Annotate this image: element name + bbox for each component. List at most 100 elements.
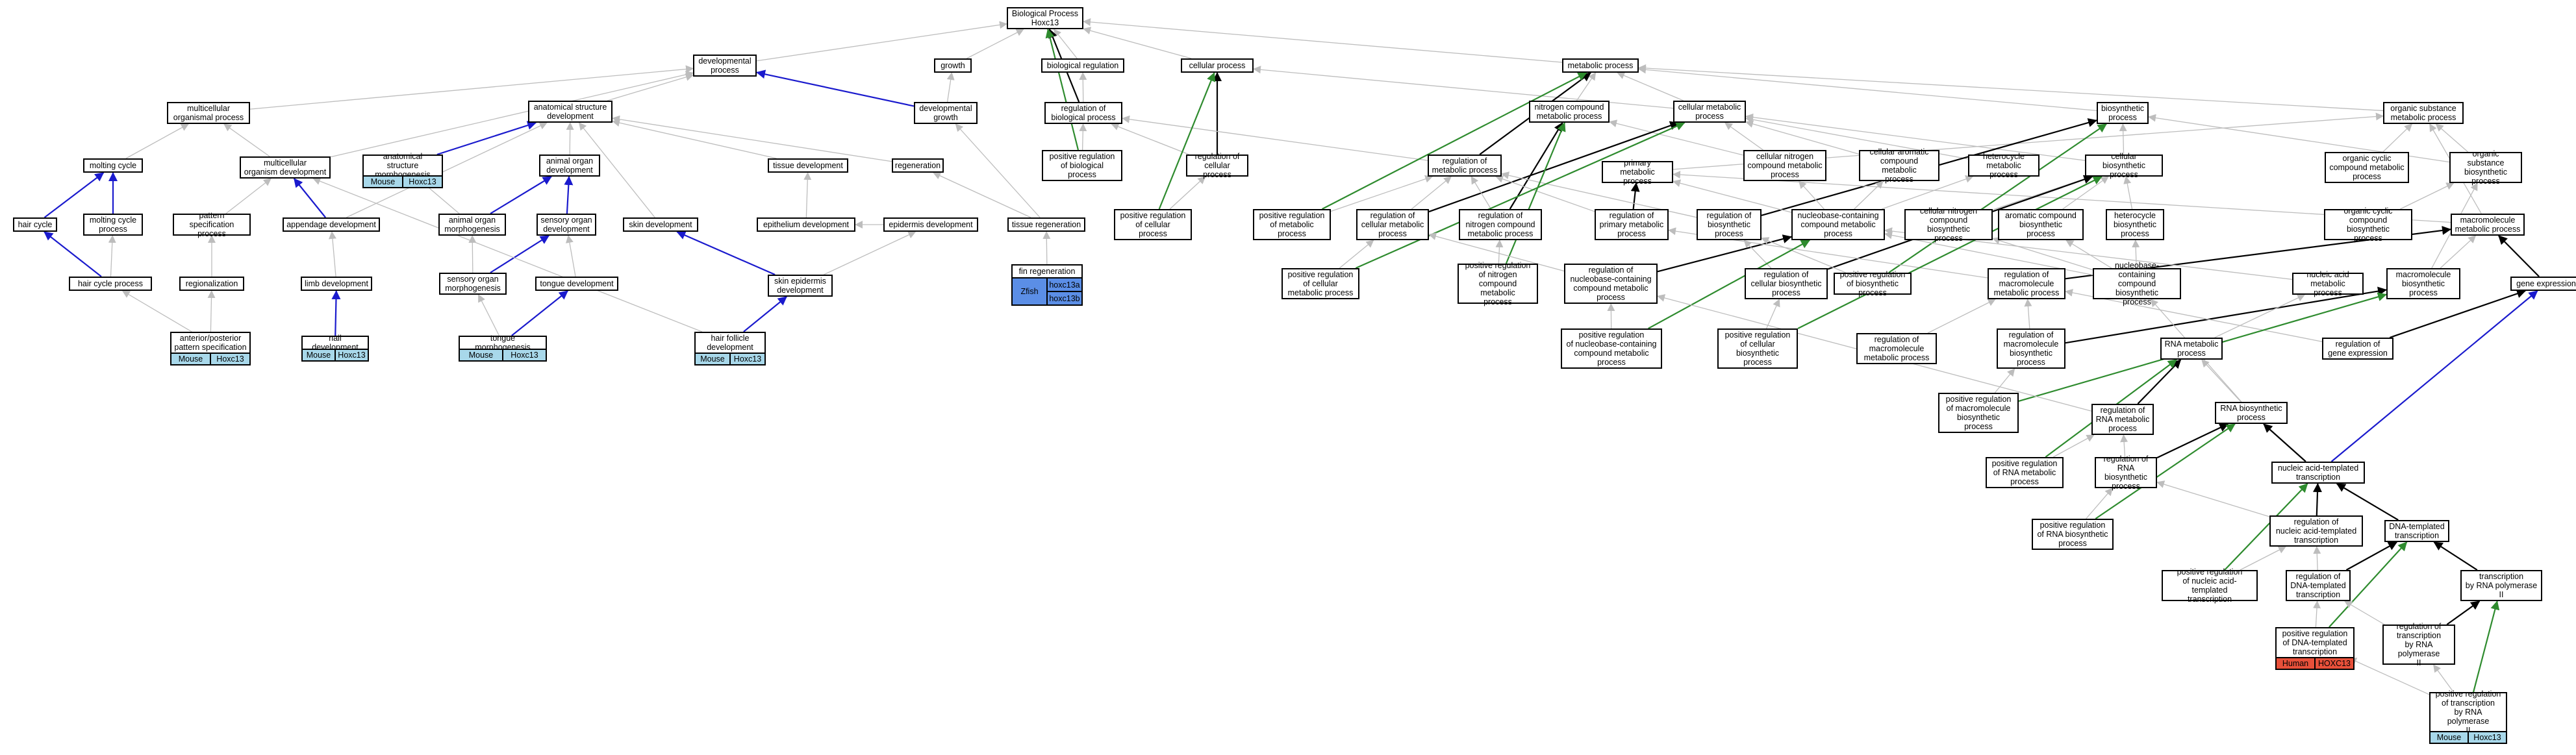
go-node-tm[interactable]: tongue morphogenesis	[459, 334, 547, 352]
go-node-osmp[interactable]: organic substance metabolic process	[2383, 102, 2464, 124]
go-node-cbp[interactable]: cellular biosynthetic process	[2085, 152, 2163, 179]
go-node-mbp[interactable]: macromolecule biosynthetic process	[2386, 268, 2460, 299]
go-node-regnatt[interactable]: regulation of nucleic acid-templated tra…	[2269, 515, 2363, 547]
go-node-aom[interactable]: animal organ morphogenesis	[438, 214, 506, 236]
go-node-regge[interactable]: regulation of gene expression	[2322, 338, 2393, 360]
go-node-sed[interactable]: skin epidermis development	[768, 275, 833, 297]
go-node-cmp[interactable]: cellular metabolic process	[1673, 101, 1746, 123]
go-node-regbsp[interactable]: regulation of biosynthetic process	[1697, 209, 1762, 240]
go-node-regdtt[interactable]: regulation of DNA-templated transcriptio…	[2286, 570, 2351, 601]
go-node-mmp[interactable]: macromolecule metabolic process	[2451, 214, 2525, 236]
go-node-acbp[interactable]: aromatic compound biosynthetic process	[1998, 209, 2084, 240]
go-node-asd[interactable]: anatomical structure development	[528, 101, 612, 123]
go-node-moltproc[interactable]: molting cycle process	[83, 214, 143, 236]
go-node-molt[interactable]: molting cycle	[83, 158, 143, 173]
go-node-hfd[interactable]: hair follicle development	[694, 332, 766, 354]
go-node-fin[interactable]: fin regeneration	[1011, 264, 1083, 278]
go-node-apsp[interactable]: anterior/posterior pattern specification	[170, 332, 251, 354]
go-node-regmmbp[interactable]: regulation of macromolecule metabolic pr…	[1856, 333, 1937, 364]
go-node-regtbp2[interactable]: regulation of transcription by RNA polym…	[2382, 622, 2455, 667]
go-node-epid[interactable]: epidermis development	[883, 217, 978, 232]
go-node-nbcbp[interactable]: nucleobase-containing compound biosynthe…	[2093, 261, 2181, 306]
go-node-dev[interactable]: developmental process	[693, 55, 757, 77]
go-node-nail[interactable]: nail development	[301, 334, 369, 352]
go-node-tbp2[interactable]: transcription by RNA polymerase II	[2460, 570, 2542, 601]
go-node-prcbp[interactable]: positive regulation of cellular biosynth…	[1717, 328, 1798, 369]
go-node-prrnamp[interactable]: positive regulation of RNA metabolic pro…	[1986, 457, 2064, 488]
go-node-regcbp[interactable]: regulation of cellular biosynthetic proc…	[1745, 268, 1828, 299]
go-node-prncmp[interactable]: positive regulation of nitrogen compound…	[1458, 261, 1538, 306]
go-node-occbp[interactable]: organic cyclic compound biosynthetic pro…	[2324, 206, 2412, 243]
go-node-regmmp[interactable]: regulation of macromolecule metabolic pr…	[1988, 268, 2065, 299]
go-node-regmp[interactable]: regulation of metabolic process	[1428, 155, 1502, 177]
go-node-growth[interactable]: growth	[934, 58, 972, 73]
go-node-prtbp2[interactable]: positive regulation of transcription by …	[2429, 689, 2507, 735]
go-node-tissue[interactable]: tissue development	[768, 158, 848, 173]
go-node-natt[interactable]: nucleic acid-templated transcription	[2271, 462, 2365, 484]
go-node-occmp[interactable]: organic cyclic compound metabolic proces…	[2325, 152, 2409, 183]
go-node-skin[interactable]: skin development	[623, 217, 698, 232]
go-node-regpmp[interactable]: regulation of primary metabolic process	[1595, 209, 1669, 240]
go-node-ncmp[interactable]: nitrogen compound metabolic process	[1529, 101, 1610, 123]
go-node-regmbp[interactable]: regulation of macromolecule biosynthetic…	[1997, 328, 2065, 369]
go-node-regen[interactable]: regeneration	[892, 158, 944, 173]
go-node-regionalization[interactable]: regionalization	[179, 277, 244, 291]
go-node-tisreg[interactable]: tissue regeneration	[1007, 217, 1085, 232]
go-node-namp[interactable]: nucleic acid metabolic process	[2292, 270, 2364, 297]
go-node-ge[interactable]: gene expression	[2510, 277, 2576, 291]
go-node-hcp[interactable]: hair cycle process	[69, 277, 152, 291]
go-node-regcmp[interactable]: regulation of cellular metabolic process	[1356, 209, 1429, 240]
go-node-bioreg[interactable]: biological regulation	[1041, 58, 1124, 73]
go-node-prmp[interactable]: positive regulation of metabolic process	[1253, 209, 1331, 240]
go-node-prcp[interactable]: positive regulation of cellular process	[1114, 209, 1192, 240]
go-node-nbcmp[interactable]: nucleobase-containing compound metabolic…	[1791, 209, 1885, 240]
go-node-som[interactable]: sensory organ morphogenesis	[439, 273, 507, 295]
go-node-prnatt[interactable]: positive regulation of nucleic acid-temp…	[2162, 567, 2258, 604]
go-node-epi[interactable]: epithelium development	[757, 217, 855, 232]
go-node-limb[interactable]: limb development	[301, 277, 372, 291]
go-node-prbsp[interactable]: positive regulation of biosynthetic proc…	[1834, 270, 1912, 297]
go-node-rnabp[interactable]: RNA biosynthetic process	[2215, 402, 2288, 424]
go-node-biosyn[interactable]: biosynthetic process	[2097, 102, 2149, 124]
go-node-rnamp[interactable]: RNA metabolic process	[2160, 338, 2223, 360]
go-node-prrnabp[interactable]: positive regulation of RNA biosynthetic …	[2032, 519, 2114, 550]
go-node-psp[interactable]: pattern specification process	[173, 211, 251, 238]
go-node-regcp[interactable]: regulation of cellular process	[1186, 152, 1248, 179]
go-node-appdev[interactable]: appendage development	[283, 217, 380, 232]
go-node-prdtt[interactable]: positive regulation of DNA-templated tra…	[2275, 627, 2355, 658]
go-node-regncmp[interactable]: regulation of nitrogen compound metaboli…	[1459, 209, 1542, 240]
go-node-cacmp[interactable]: cellular aromatic compound metabolic pro…	[1859, 147, 1939, 184]
go-node-mod[interactable]: multicellular organism development	[240, 156, 331, 179]
go-node-aod[interactable]: animal organ development	[539, 155, 600, 177]
go-node-hair[interactable]: hair cycle	[13, 217, 57, 232]
go-node-hbp[interactable]: heterocycle biosynthetic process	[2106, 209, 2164, 240]
go-node-asm[interactable]: anatomical structure morphogenesis	[362, 152, 443, 179]
go-node-cellproc[interactable]: cellular process	[1181, 58, 1254, 73]
go-node-prcmp[interactable]: positive regulation of cellular metaboli…	[1282, 268, 1359, 299]
go-node-regrnamp[interactable]: regulation of RNA metabolic process	[2091, 404, 2154, 435]
go-node-regrnabp[interactable]: regulation of RNA biosynthetic process	[2095, 454, 2157, 491]
go-node-devgrowth[interactable]: developmental growth	[914, 102, 978, 124]
go-node-metab[interactable]: metabolic process	[1562, 58, 1639, 73]
go-node-cncmp[interactable]: cellular nitrogen compound metabolic pro…	[1743, 150, 1826, 181]
go-node-dtt[interactable]: DNA-templated transcription	[2384, 520, 2449, 542]
go-node-prmbp[interactable]: positive regulation of macromolecule bio…	[1938, 393, 2019, 433]
go-node-mop[interactable]: multicellular organismal process	[167, 102, 250, 124]
go-node-cncbp[interactable]: cellular nitrogen compound biosynthetic …	[1904, 206, 1993, 243]
go-node-pmp[interactable]: primary metabolic process	[1602, 158, 1673, 186]
go-node-bp[interactable]: Biological Process Hoxc13	[1007, 7, 1083, 29]
go-node-prnbcmp[interactable]: positive regulation of nucleobase-contai…	[1561, 328, 1662, 369]
go-node-hmp[interactable]: heterocycle metabolic process	[1968, 152, 2039, 179]
go-node-regbio[interactable]: regulation of biological process	[1044, 102, 1122, 124]
go-node-regnbcmp[interactable]: regulation of nucleobase-containing comp…	[1564, 264, 1658, 304]
go-node-osbp[interactable]: organic substance biosynthetic process	[2449, 149, 2522, 186]
go-node-prbp[interactable]: positive regulation of biological proces…	[1042, 150, 1122, 181]
